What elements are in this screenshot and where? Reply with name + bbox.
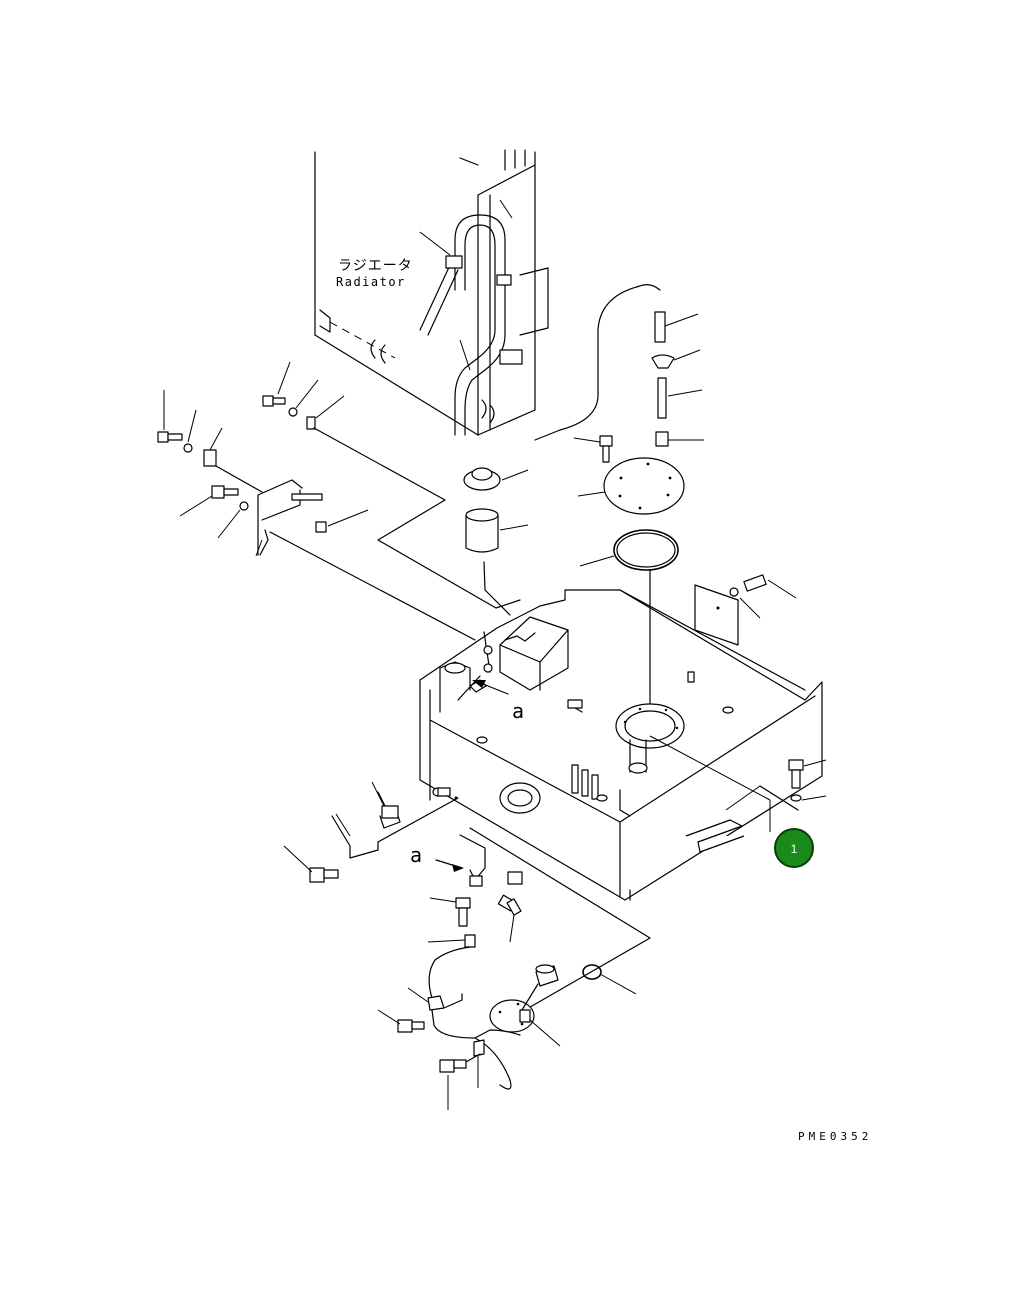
view-arrow-lower: a bbox=[410, 843, 464, 872]
left-bracket-group bbox=[157, 361, 476, 641]
hydraulic-tank bbox=[419, 574, 827, 901]
filler-cap-group bbox=[463, 467, 529, 616]
bolt-part bbox=[262, 395, 286, 407]
radiator-label-jp: ラジエータ bbox=[338, 258, 413, 274]
drawing-code: PME0352 bbox=[798, 1130, 872, 1143]
view-marker-upper: a bbox=[512, 699, 524, 723]
callout-circle bbox=[774, 828, 814, 868]
callout-1: 1 bbox=[774, 828, 814, 868]
callout-number: 1 bbox=[791, 842, 798, 856]
bolt-part bbox=[211, 485, 239, 499]
bolt-part bbox=[157, 431, 183, 443]
radiator-label-en: Radiator bbox=[336, 275, 406, 289]
front-left-brackets bbox=[283, 781, 459, 883]
bottom-sensor-group bbox=[377, 827, 651, 1110]
view-arrow-upper: a bbox=[472, 680, 524, 723]
breather-group bbox=[534, 284, 704, 725]
view-marker-lower: a bbox=[410, 843, 422, 867]
radiator: ラジエータ Radiator bbox=[314, 149, 549, 436]
